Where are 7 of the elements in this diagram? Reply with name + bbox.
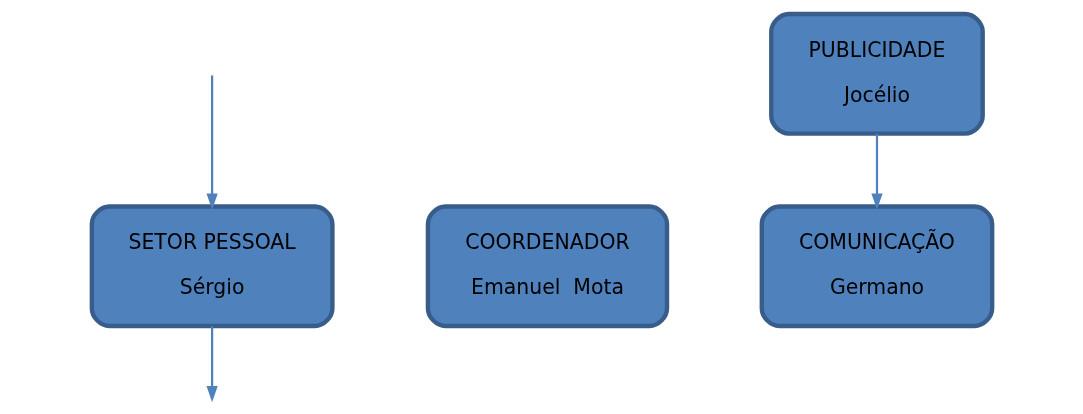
arrow: [206, 75, 218, 210]
node-box: SETOR PESSOAL Sérgio: [89, 204, 335, 329]
node-box: COMUNICAÇÃO Germano: [759, 204, 994, 329]
arrow: [870, 133, 883, 210]
arrow: [206, 326, 218, 403]
node-box: PUBLICIDADE Jocélio: [768, 11, 985, 136]
node-box: COORDENADOR Emanuel Mota: [425, 204, 669, 329]
